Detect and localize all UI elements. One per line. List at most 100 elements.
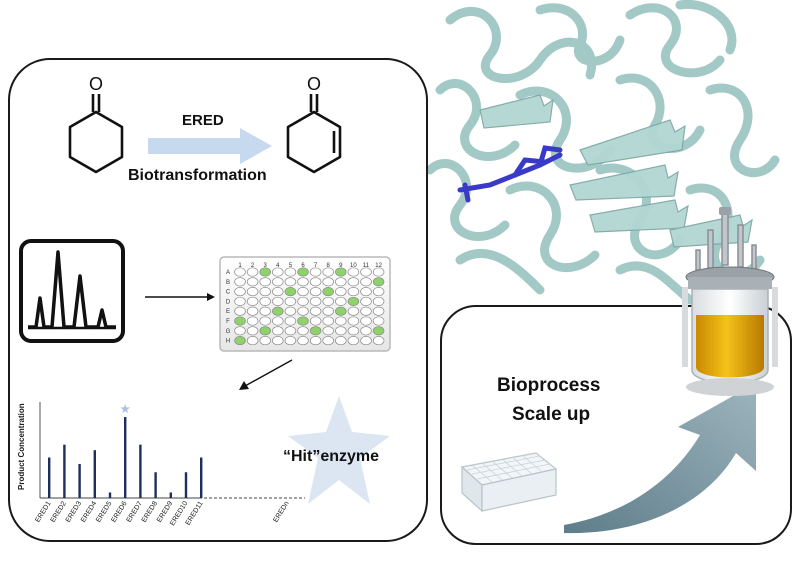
plate-well xyxy=(284,296,297,306)
plate-col-label: 11 xyxy=(363,263,370,269)
plate-well xyxy=(246,277,259,287)
reaction-arrow xyxy=(148,128,272,164)
cyclohexenone-structure: O xyxy=(286,74,342,174)
plate-well xyxy=(322,277,334,287)
plate-well xyxy=(322,316,334,326)
plate-well xyxy=(246,287,259,297)
chart-bar-ered8 xyxy=(154,472,157,498)
plate-well xyxy=(309,316,322,326)
plate-well xyxy=(234,326,246,336)
plate-well-hit xyxy=(309,326,322,336)
chart-bar-ered10 xyxy=(184,472,188,498)
plate-well-hit xyxy=(347,296,360,306)
plate-col-label: 12 xyxy=(375,263,382,269)
plate-well xyxy=(297,296,309,306)
scaleup-label: Scale up xyxy=(512,404,591,425)
plate-well xyxy=(347,267,360,277)
chart-bar-ered5 xyxy=(108,492,112,498)
plate-well xyxy=(360,267,372,277)
chart-bar-ered1 xyxy=(48,457,51,498)
hit-enzyme-label: “Hit”enzyme xyxy=(283,448,380,465)
plate-well xyxy=(347,277,360,287)
plate-well xyxy=(284,277,297,287)
plate-well xyxy=(259,316,271,326)
plate-well xyxy=(246,267,259,277)
plate-well xyxy=(272,326,284,336)
plate-well xyxy=(234,296,246,306)
svg-text:O: O xyxy=(89,74,103,94)
scaleup-arrow-icon xyxy=(564,383,756,534)
plate-well xyxy=(372,336,385,346)
chart-ylabel: Product Concentration xyxy=(17,403,26,490)
plate-well xyxy=(309,306,322,316)
plate-well xyxy=(284,267,297,277)
plate-well xyxy=(272,287,284,297)
plate-row-label: D xyxy=(226,299,231,305)
cyclohexanone-structure: O xyxy=(68,74,124,174)
plate-well xyxy=(322,296,334,306)
plate-well xyxy=(372,296,385,306)
enzyme-label: ERED xyxy=(182,112,224,129)
plate-well xyxy=(347,336,360,346)
plate-well xyxy=(272,267,284,277)
plate-well-hit xyxy=(272,306,284,316)
plate-well xyxy=(259,306,271,316)
plate-well xyxy=(322,267,334,277)
chart-bar-ered7 xyxy=(139,444,142,498)
plate-well xyxy=(297,306,309,316)
plate-col-label: 7 xyxy=(314,263,318,269)
product-concentration-chart: ERED1ERED2ERED3ERED4ERED5ERED6ERED7ERED8… xyxy=(34,402,305,527)
plate-well xyxy=(259,336,271,346)
plate-well xyxy=(360,296,372,306)
plate-well xyxy=(234,267,246,277)
chart-bar-ered11 xyxy=(200,457,203,498)
plate-well xyxy=(347,316,360,326)
plate-well-hit xyxy=(297,267,309,277)
plate-well xyxy=(234,306,246,316)
plate-well xyxy=(372,306,385,316)
bioreactor-icon xyxy=(682,207,778,396)
plate-well xyxy=(297,287,309,297)
plate-row-label: B xyxy=(226,280,230,286)
plate-well xyxy=(347,287,360,297)
plate-well xyxy=(322,326,334,336)
plate-col-label: 10 xyxy=(350,263,357,269)
plate-col-label: 5 xyxy=(289,263,293,269)
plate-well xyxy=(284,336,297,346)
plate-well xyxy=(372,287,385,297)
plate-well xyxy=(284,316,297,326)
plate-well xyxy=(347,326,360,336)
plate-well xyxy=(246,336,259,346)
plate-well xyxy=(297,326,309,336)
plate-col-label: 8 xyxy=(327,263,331,269)
plate-well xyxy=(309,277,322,287)
plate-well xyxy=(372,267,385,277)
plate-well xyxy=(259,277,271,287)
chart-bar-ered3 xyxy=(78,463,81,498)
plate-well xyxy=(335,296,347,306)
plate-well-hit xyxy=(372,277,385,287)
plate-well-hit xyxy=(259,326,271,336)
plate-well xyxy=(272,316,284,326)
plate-well xyxy=(234,277,246,287)
svg-text:O: O xyxy=(307,74,321,94)
plate-well xyxy=(259,296,271,306)
plate-well xyxy=(259,287,271,297)
plate-col-label: 6 xyxy=(301,263,305,269)
plate-well xyxy=(360,277,372,287)
plate-well-hit xyxy=(372,326,385,336)
plate-row-label: F xyxy=(226,319,230,325)
hit-star-icon xyxy=(288,396,390,504)
plate-well xyxy=(234,287,246,297)
plate-col-label: 2 xyxy=(251,263,255,269)
plate-well-hit xyxy=(335,267,347,277)
plate-well xyxy=(297,336,309,346)
plate-col-label: 4 xyxy=(276,263,280,269)
chromatogram-icon xyxy=(19,239,125,343)
plate-well xyxy=(360,316,372,326)
chart-bar-ered9 xyxy=(169,492,172,498)
plate-well xyxy=(360,287,372,297)
plate-well xyxy=(284,306,297,316)
plate-well-hit xyxy=(234,316,246,326)
